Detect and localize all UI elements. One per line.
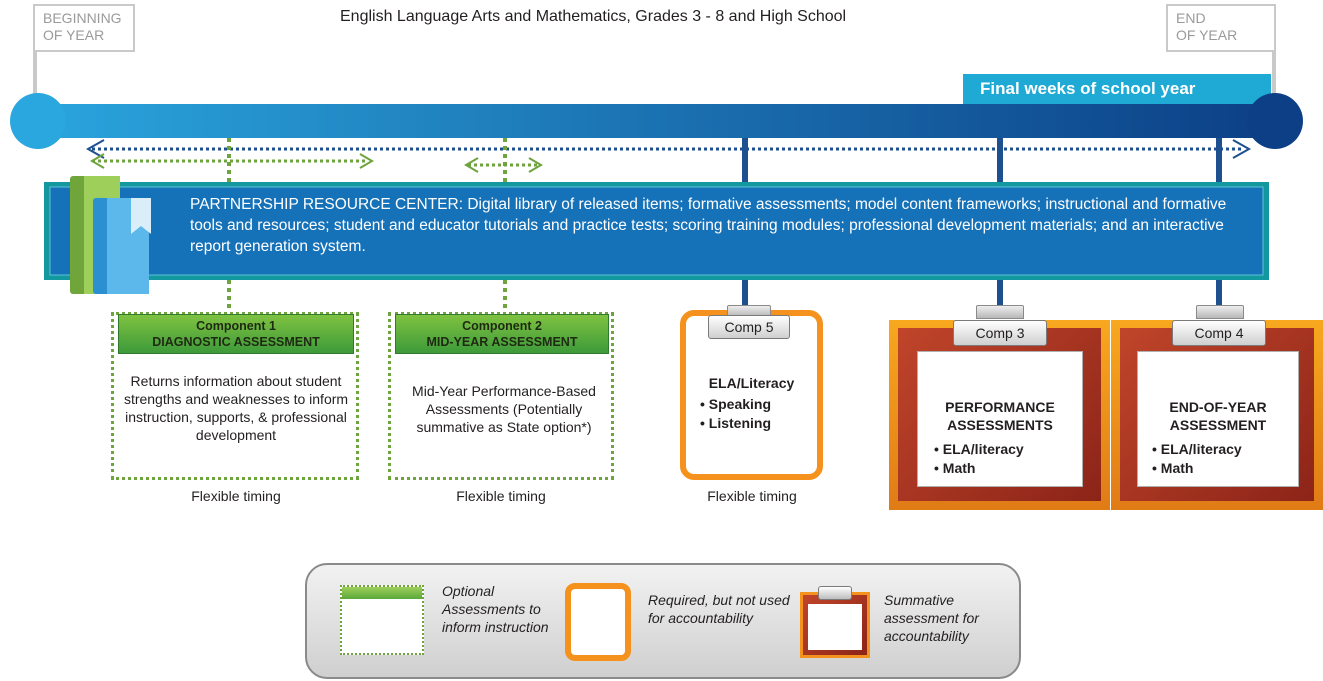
component3-paper (918, 352, 1082, 486)
component4-item: • Math (1152, 460, 1194, 476)
legend-summative-clip (818, 586, 852, 600)
beginning-flag-pole (33, 50, 37, 106)
component1-header: Component 1 DIAGNOSTIC ASSESSMENT (118, 314, 354, 354)
legend-summative-paper (808, 604, 862, 650)
component1-timing: Flexible timing (191, 488, 281, 504)
component2-title-line2: MID-YEAR ASSESSMENT (426, 335, 578, 349)
component5-item: • Speaking (700, 396, 772, 412)
end-flag-pole (1272, 50, 1276, 106)
component1-title-line2: DIAGNOSTIC ASSESSMENT (152, 335, 320, 349)
component5-tab: Comp 5 (708, 315, 790, 339)
component2-timing: Flexible timing (456, 488, 546, 504)
timeline-bar (38, 104, 1283, 138)
legend-required-text: Required, but not used for accountabilit… (648, 592, 790, 626)
component2-header: Component 2 MID-YEAR ASSESSMENT (395, 314, 609, 354)
final-weeks-banner: Final weeks of school year (963, 74, 1271, 104)
component4-tab: Comp 4 (1172, 320, 1266, 346)
legend-summative-text: Summative assessment for accountability (884, 592, 979, 644)
component4-paper (1138, 352, 1298, 486)
component4-heading-line2: ASSESSMENT (1169, 417, 1267, 433)
component5-item: • Listening (700, 415, 772, 431)
component4-clip-top (1196, 305, 1244, 319)
component3-tab: Comp 3 (953, 320, 1047, 346)
component3-item: • Math (934, 460, 976, 476)
component2-body: Mid-Year Performance-Based Assessments (… (412, 383, 596, 435)
component3-clip-top (976, 305, 1024, 319)
component4-heading-line1: END-OF-YEAR (1169, 399, 1267, 415)
component4-list: • ELA/literacy • Math (1152, 440, 1242, 478)
component3-list: • ELA/literacy • Math (934, 440, 1024, 478)
beginning-line1: BEGINNING (43, 10, 122, 26)
component2-title-line1: Component 2 (462, 319, 542, 333)
component4-item: • ELA/literacy (1152, 441, 1242, 457)
end-line2: OF YEAR (1176, 27, 1238, 43)
page-title: English Language Arts and Mathematics, G… (340, 8, 847, 25)
component5-list: • Speaking • Listening (700, 395, 771, 433)
component1-body: Returns information about student streng… (123, 373, 349, 443)
legend-optional-text: Optional Assessments to inform instructi… (442, 583, 549, 635)
legend-required-swatch (565, 583, 631, 661)
component3-item: • ELA/literacy (934, 441, 1024, 457)
component3-heading-line1: PERFORMANCE (945, 399, 1055, 415)
timeline-end-dot (1247, 93, 1303, 149)
component3-heading-line2: ASSESSMENTS (947, 417, 1053, 433)
resource-center-text: PARTNERSHIP RESOURCE CENTER: Digital lib… (190, 196, 1227, 255)
end-of-year-flag: END OF YEAR (1166, 4, 1276, 52)
beginning-of-year-flag: BEGINNING OF YEAR (33, 4, 135, 52)
component5-heading: ELA/Literacy (708, 375, 795, 391)
timeline-start-dot (10, 93, 66, 149)
component5-timing: Flexible timing (707, 488, 797, 504)
end-line1: END (1176, 10, 1206, 26)
beginning-line2: OF YEAR (43, 27, 105, 43)
component1-title-line1: Component 1 (196, 319, 276, 333)
legend-optional-swatch-header (342, 587, 422, 599)
component4-heading: END-OF-YEAR ASSESSMENT (1138, 398, 1298, 434)
legend-box (305, 563, 1021, 679)
component3-heading: PERFORMANCE ASSESSMENTS (918, 398, 1082, 434)
